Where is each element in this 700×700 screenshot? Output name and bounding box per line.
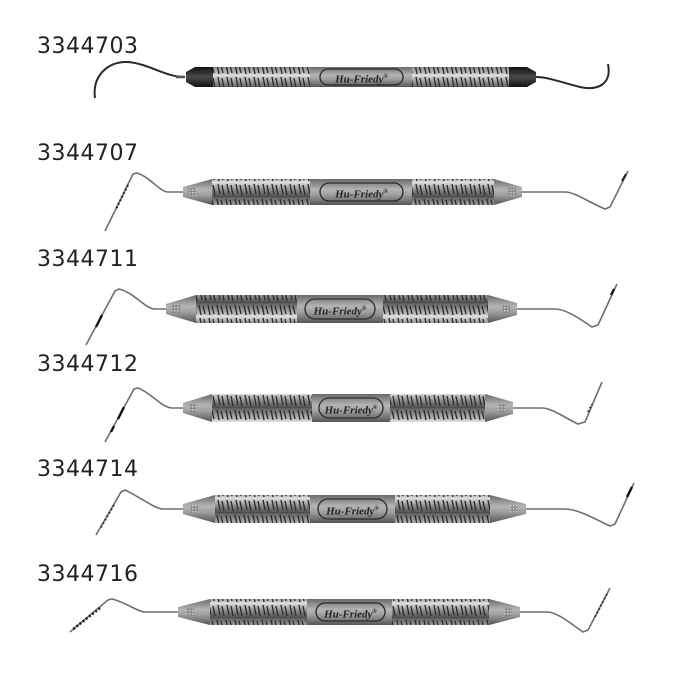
instrument-row: 3344714 Hu-Friedy® xyxy=(0,457,700,563)
probe-instrument-icon xyxy=(85,283,618,346)
brand-logo: Hu-Friedy® xyxy=(324,608,377,621)
instrument-row: 3344711 Hu-Friedy® xyxy=(0,247,700,353)
product-number: 3344712 xyxy=(37,352,139,377)
brand-logo: Hu-Friedy® xyxy=(326,505,379,518)
brand-logo: Hu-Friedy® xyxy=(335,188,388,201)
product-number: 3344714 xyxy=(37,457,139,482)
brand-logo: Hu-Friedy® xyxy=(313,305,367,318)
product-number: 3344703 xyxy=(37,34,139,59)
instrument-row: 3344716 Hu-Friedy® xyxy=(0,562,700,668)
product-number: 3344711 xyxy=(37,247,139,272)
probe-instrument-icon xyxy=(95,482,635,536)
brand-logo: Hu-Friedy® xyxy=(324,404,378,417)
explorer-instrument-icon xyxy=(93,60,610,99)
instrument-row: 3344707 Hu-Friedy® xyxy=(0,141,700,247)
instrument-row: 3344712 Hu-Friedy® xyxy=(0,352,700,458)
product-number: 3344707 xyxy=(37,141,139,166)
probe-instrument-icon xyxy=(69,587,611,633)
probe-instrument-icon xyxy=(104,170,629,232)
probe-instrument-icon xyxy=(104,381,603,443)
product-number: 3344716 xyxy=(37,562,139,587)
brand-logo: Hu-Friedy® xyxy=(335,73,388,86)
instrument-row: 3344703 Hu-Friedy® xyxy=(0,34,700,140)
